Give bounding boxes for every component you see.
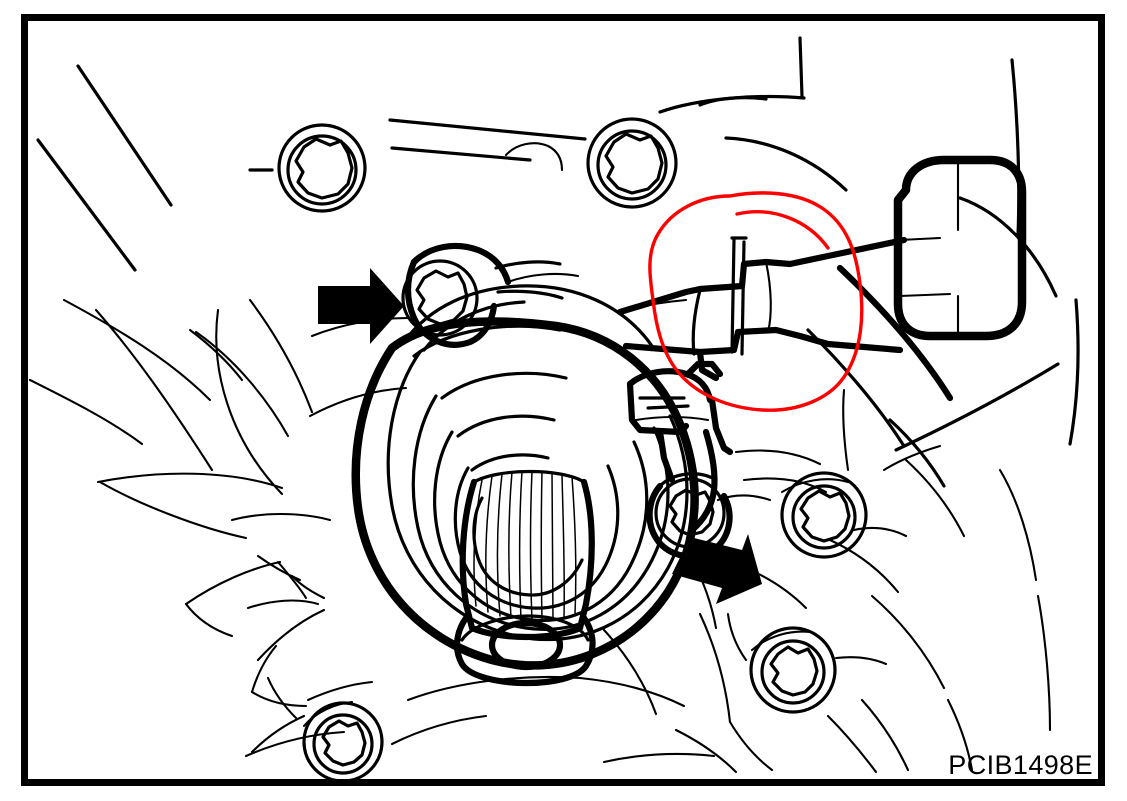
bolt-head-right bbox=[716, 388, 908, 559]
figure-border-frame bbox=[21, 14, 1105, 786]
red-circle-highlight bbox=[648, 191, 864, 412]
bolt-head-bracket-upper bbox=[401, 259, 479, 337]
casting-contours-group bbox=[28, 36, 1080, 774]
breather-tube-fitting bbox=[616, 236, 908, 382]
splined-shaft-end bbox=[454, 469, 596, 687]
cv-joint-boot-housing bbox=[351, 284, 699, 670]
bolt-head-top-right bbox=[586, 117, 678, 209]
bolt-head-top-left bbox=[248, 123, 367, 213]
bolt-head-bottom-left bbox=[266, 676, 384, 783]
figure-code-label: PCIB1498E bbox=[948, 750, 1093, 780]
bolt-head-bottom-right bbox=[726, 612, 888, 714]
case-boss-right bbox=[893, 155, 1027, 341]
arrow-upper-left bbox=[318, 268, 404, 344]
arrow-lower-right bbox=[672, 534, 762, 604]
